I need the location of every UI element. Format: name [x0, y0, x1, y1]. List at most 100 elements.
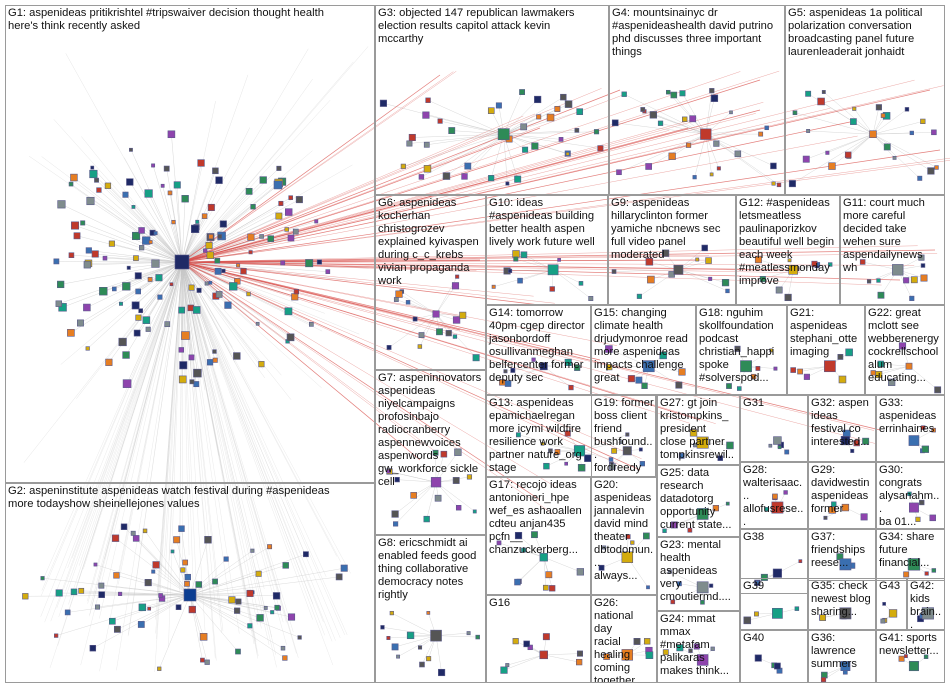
node — [111, 534, 120, 542]
group-label-line: wh — [843, 262, 858, 274]
edge — [128, 261, 183, 635]
group-label-line: interested... — [811, 436, 870, 448]
node — [919, 499, 925, 506]
node — [875, 370, 883, 379]
node — [274, 604, 280, 611]
group-label-line: full video panel — [611, 236, 686, 248]
group-label-line: epamichaelregan — [489, 410, 575, 422]
node — [564, 358, 572, 366]
node — [170, 549, 175, 554]
node — [764, 125, 769, 131]
edge — [189, 594, 238, 611]
edge — [166, 168, 183, 263]
group-label-line: G29: — [811, 464, 836, 476]
node — [212, 349, 217, 354]
group-label: G43 — [879, 580, 904, 593]
node — [95, 604, 101, 610]
node — [811, 260, 818, 267]
edge — [181, 48, 309, 263]
node — [208, 280, 213, 285]
group-label-line: G6: aspenideas — [378, 197, 457, 209]
node — [425, 97, 431, 103]
group-label-line: G31 — [743, 397, 765, 409]
node — [417, 645, 423, 650]
node — [386, 636, 391, 640]
node — [280, 260, 286, 266]
edge — [40, 261, 183, 617]
node — [455, 274, 460, 279]
edge — [155, 261, 183, 620]
group-label-line: makes think... — [660, 665, 730, 677]
node — [212, 578, 218, 585]
node — [219, 220, 227, 228]
red-edge — [181, 71, 457, 263]
edge — [76, 261, 183, 399]
edge — [854, 108, 874, 135]
edge — [181, 61, 354, 263]
node — [754, 654, 762, 662]
group-box-g40: G40 — [740, 630, 808, 683]
group-label-line: spoke — [699, 359, 729, 371]
group-label-line: G13: aspenideas — [489, 397, 574, 409]
group-label: G31 — [743, 397, 805, 410]
edge — [403, 133, 504, 167]
node — [903, 277, 910, 284]
edge — [705, 133, 774, 167]
node — [726, 441, 734, 450]
group-label-line: walterisaac... — [743, 477, 803, 502]
edge — [181, 261, 195, 609]
edge — [395, 482, 437, 525]
node — [308, 321, 314, 327]
node — [250, 204, 256, 210]
node — [635, 376, 643, 384]
edge — [181, 261, 262, 629]
group-box-g39: G39 — [740, 578, 808, 630]
edge — [103, 261, 183, 292]
node — [564, 100, 573, 108]
edge — [792, 133, 874, 184]
red-edge — [181, 261, 584, 363]
edge — [189, 594, 285, 659]
edge — [435, 285, 456, 315]
group-label-line: david mind — [594, 518, 649, 530]
node — [540, 442, 545, 446]
node — [488, 175, 495, 182]
node — [860, 513, 868, 521]
node — [666, 89, 671, 95]
red-edge — [181, 261, 556, 487]
group-label-line: niyelcampaigns — [378, 398, 456, 410]
node — [845, 348, 853, 357]
group-label-line: healing — [594, 649, 631, 661]
edge — [189, 553, 306, 596]
edge — [65, 261, 183, 592]
edge — [665, 651, 703, 661]
edge — [490, 134, 504, 179]
edge — [68, 261, 183, 605]
node — [437, 118, 443, 124]
group-label-line: wehen sure — [843, 236, 901, 248]
node — [122, 191, 129, 198]
edge — [53, 119, 183, 263]
node — [621, 91, 627, 97]
node — [70, 588, 78, 596]
edge — [181, 261, 224, 632]
node — [153, 231, 158, 236]
node — [549, 585, 556, 592]
group-label-line: 40pm cgep director — [489, 320, 585, 332]
edge — [181, 101, 216, 263]
node — [193, 368, 202, 378]
edge — [181, 162, 202, 263]
edge — [436, 635, 478, 638]
node — [267, 544, 273, 550]
group-label-line: G26: — [594, 597, 619, 609]
node — [734, 150, 742, 158]
